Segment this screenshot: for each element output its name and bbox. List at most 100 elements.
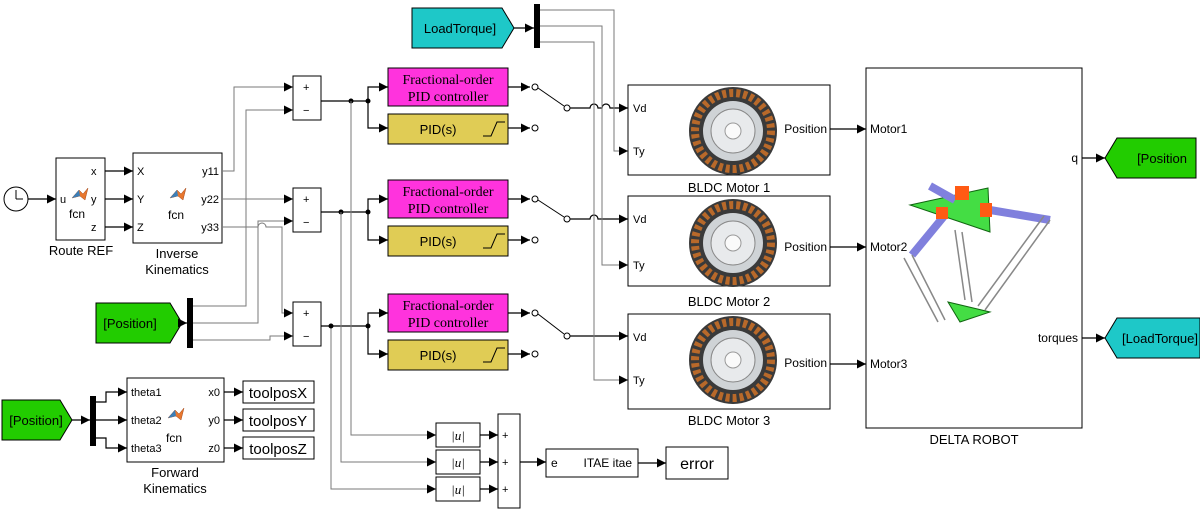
- frac-label-2: PID controller: [408, 202, 489, 217]
- frac-label-1: Fractional-order: [403, 73, 494, 88]
- wire-ty-2: [540, 25, 628, 270]
- toolpos-y-display[interactable]: toolposY: [242, 408, 315, 432]
- clock-icon: [15, 190, 23, 200]
- motor-vd-label: Vd: [633, 332, 646, 344]
- abs-block-2[interactable]: |u|: [435, 449, 481, 475]
- sum-block-1[interactable]: + −: [292, 75, 322, 121]
- fk-in-theta3: theta3: [131, 443, 162, 455]
- wire-theta1: [96, 387, 127, 403]
- wire-err-1-pid: [367, 101, 388, 133]
- fractional-pid-block-3[interactable]: Fractional-order PID controller: [387, 293, 509, 333]
- motor-ty-label: Ty: [633, 260, 645, 272]
- wire-y11: [222, 82, 293, 172]
- clock-block[interactable]: [3, 186, 29, 212]
- forward-kinematics-block[interactable]: theta1 theta2 theta3 x0 y0 z0 fcn: [126, 377, 225, 463]
- sum-minus: −: [303, 331, 309, 343]
- route-ref-fcn-label: fcn: [69, 207, 85, 221]
- wire-vd-2: [570, 214, 628, 224]
- frac-label-2: PID controller: [408, 90, 489, 105]
- ik-out-2: y22: [201, 194, 219, 206]
- load-torque-goto-tag[interactable]: [LoadTorque]: [1104, 317, 1200, 359]
- wire-err-3-frac: [367, 308, 388, 326]
- frac-label-2: PID controller: [408, 316, 489, 331]
- error-display[interactable]: error: [665, 446, 729, 480]
- sum-block-2[interactable]: + −: [292, 187, 322, 233]
- ik-in-z: Z: [137, 222, 144, 234]
- demux-block-1[interactable]: [187, 298, 193, 348]
- delta-robot-block[interactable]: Motor1 Motor2 Motor3 q torques: [865, 67, 1083, 429]
- robot-out-q: q: [1071, 151, 1078, 165]
- fk-caption-line1: Forward: [151, 465, 199, 480]
- fk-out-x0: x0: [208, 387, 220, 399]
- wire-err-1-frac: [367, 82, 388, 101]
- sum-block-4[interactable]: + + +: [497, 413, 521, 509]
- demux-block-2[interactable]: [534, 4, 540, 48]
- toolpos-z-display[interactable]: toolposZ: [242, 436, 315, 460]
- matlab-icon: [167, 407, 185, 421]
- delta-robot-icon: [903, 182, 1051, 323]
- abs-block-1[interactable]: |u|: [435, 422, 481, 448]
- abs-block-3[interactable]: |u|: [435, 476, 481, 502]
- fk-in-theta2: theta2: [131, 415, 162, 427]
- itae-block[interactable]: e ITAE itae: [545, 448, 639, 478]
- wire-vd-1: [570, 103, 628, 113]
- ik-caption-line1: Inverse: [156, 246, 199, 261]
- route-ref-z-label: z: [91, 222, 97, 234]
- fractional-pid-block-1[interactable]: Fractional-order PID controller: [387, 67, 509, 107]
- motor-ty-label: Ty: [633, 375, 645, 387]
- sum-plus: +: [502, 484, 508, 496]
- load-torque-goto-label: [LoadTorque]: [1122, 331, 1198, 346]
- position-from-tag-1[interactable]: [Position]: [95, 302, 183, 344]
- motor-stator-icon: [689, 199, 777, 287]
- wire-err-3-pid: [367, 326, 388, 359]
- ik-caption-line2: Kinematics: [145, 262, 209, 277]
- route-ref-caption: Route REF: [49, 243, 113, 258]
- wire-ty-1: [540, 9, 628, 156]
- pid-label: PID(s): [420, 122, 457, 137]
- sum-minus: −: [303, 105, 309, 117]
- manual-switch-1[interactable]: [531, 83, 571, 132]
- bldc-motor-block-3[interactable]: Vd Ty Position: [627, 313, 831, 410]
- wire-tap-2: [340, 212, 436, 467]
- wire-fb-1: [193, 105, 293, 307]
- position-goto-tag[interactable]: [Position: [1104, 137, 1197, 179]
- position-from-tag-2[interactable]: [Position]: [1, 399, 73, 441]
- position-from-2-label: [Position]: [9, 413, 62, 428]
- manual-switch-2[interactable]: [531, 195, 571, 244]
- route-ref-in-label: u: [60, 194, 66, 206]
- sum-block-3[interactable]: + −: [292, 301, 322, 347]
- delta-robot-caption: DELTA ROBOT: [929, 432, 1018, 447]
- route-ref-block[interactable]: u x y z fcn: [55, 157, 106, 241]
- load-torque-from-tag[interactable]: LoadTorque]: [411, 7, 515, 49]
- frac-label-1: Fractional-order: [403, 185, 494, 200]
- motor-stator-icon: [689, 316, 777, 404]
- bldc-motor-block-1[interactable]: Vd Ty Position: [627, 84, 831, 176]
- demux-block-3[interactable]: [90, 396, 96, 446]
- fk-out-z0: z0: [208, 443, 220, 455]
- motor-position-label: Position: [784, 122, 827, 136]
- sum-minus: −: [303, 217, 309, 229]
- motor-caption: BLDC Motor 1: [688, 180, 770, 195]
- wire-fb-3: [193, 331, 293, 341]
- position-goto-label: [Position: [1137, 151, 1187, 166]
- pid-block-3[interactable]: PID(s): [387, 339, 509, 371]
- robot-in-motor2: Motor2: [870, 240, 908, 254]
- pid-block-1[interactable]: PID(s): [387, 113, 509, 145]
- inverse-kinematics-block[interactable]: X Y Z y11 y22 y33 fcn: [132, 152, 223, 244]
- motor-stator-icon: [689, 87, 777, 175]
- sum-plus: +: [303, 308, 309, 320]
- manual-switch-3[interactable]: [531, 309, 571, 358]
- matlab-icon: [169, 187, 187, 201]
- ik-in-y: Y: [137, 194, 145, 206]
- saturation-icon: [483, 121, 505, 137]
- fractional-pid-block-2[interactable]: Fractional-order PID controller: [387, 179, 509, 219]
- abs-label: |u|: [451, 482, 465, 497]
- itae-in-label: e: [551, 456, 558, 470]
- sum-plus: +: [303, 82, 309, 94]
- toolpos-x-display[interactable]: toolposX: [242, 380, 315, 404]
- wire-fb-2: [193, 216, 293, 324]
- bldc-motor-block-2[interactable]: Vd Ty Position: [627, 195, 831, 287]
- sum-plus: +: [502, 457, 508, 469]
- pid-block-2[interactable]: PID(s): [387, 225, 509, 257]
- robot-out-torques: torques: [1038, 331, 1078, 345]
